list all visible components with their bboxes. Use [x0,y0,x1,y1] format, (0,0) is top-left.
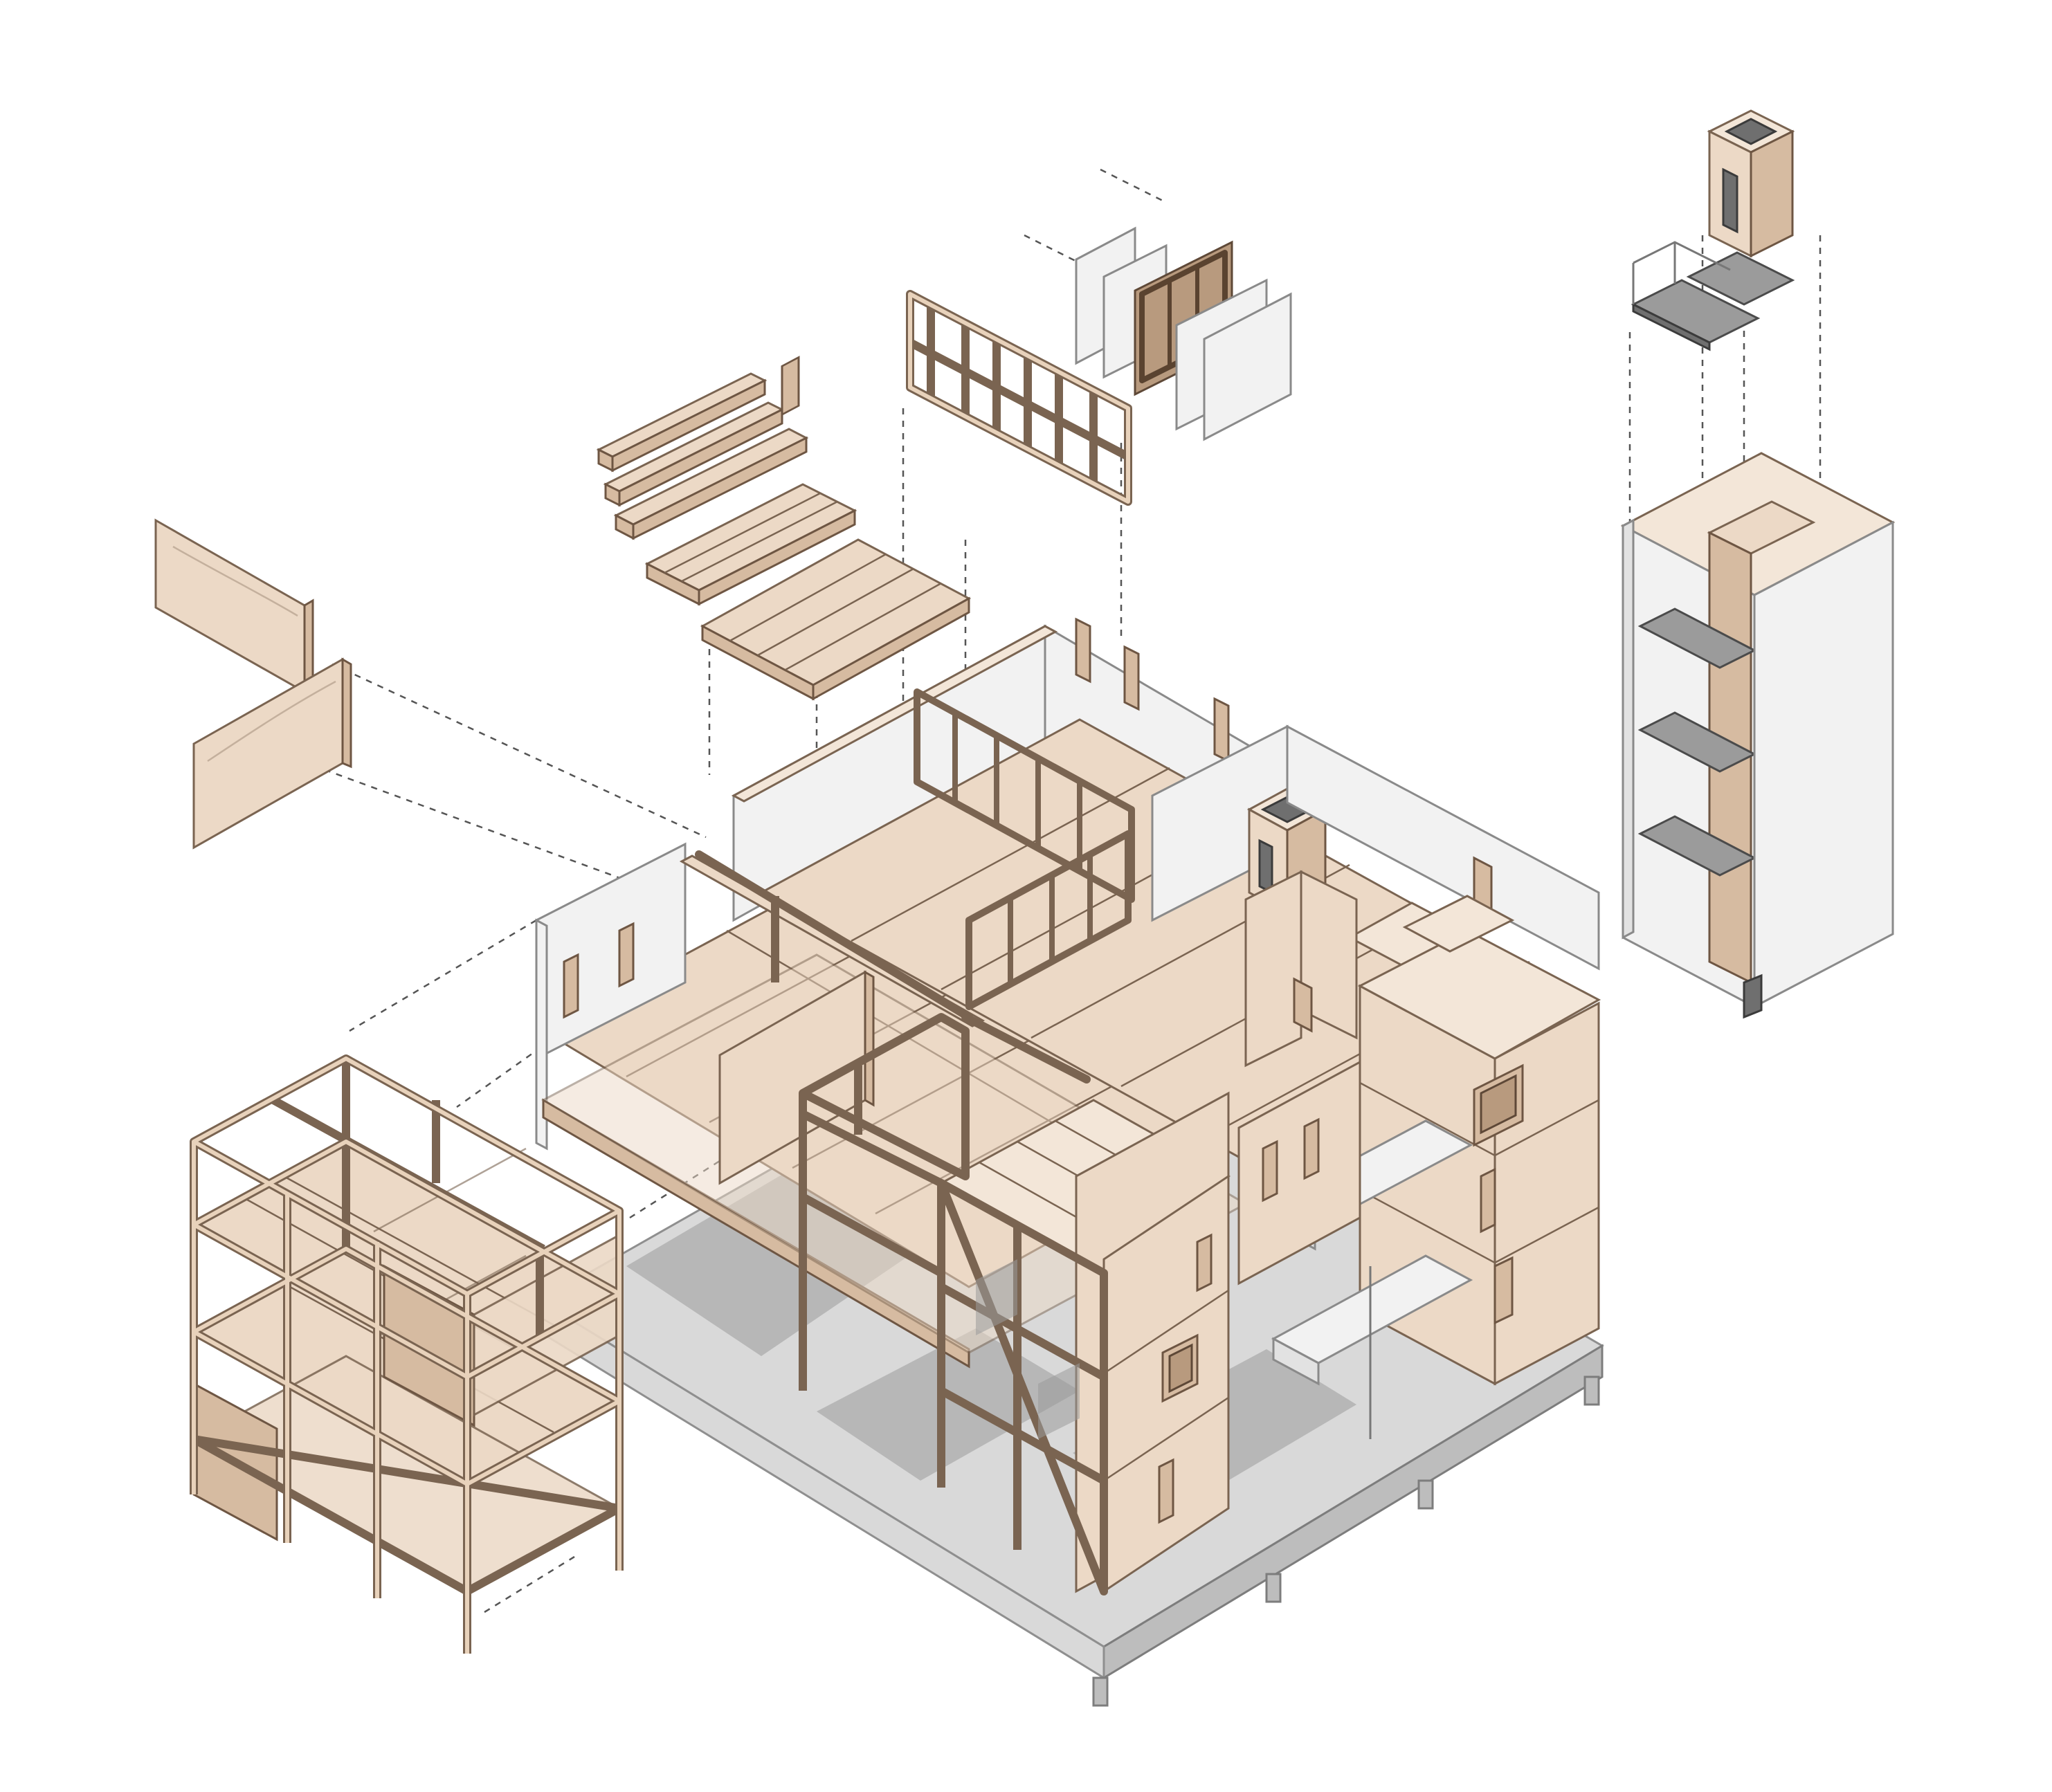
timber-stud-wall-frame [906,290,1132,506]
stair-flight [1631,241,1795,351]
main-building-body [535,356,1601,1596]
layered-partition-wall [1075,226,1292,441]
hollow-core-floor-elements [596,372,972,701]
post-and-beam-frame [190,1054,624,1654]
stair-core-shaft [1620,452,1896,1019]
roof-access-box [1707,109,1795,258]
timber-wall-panels [154,518,352,850]
